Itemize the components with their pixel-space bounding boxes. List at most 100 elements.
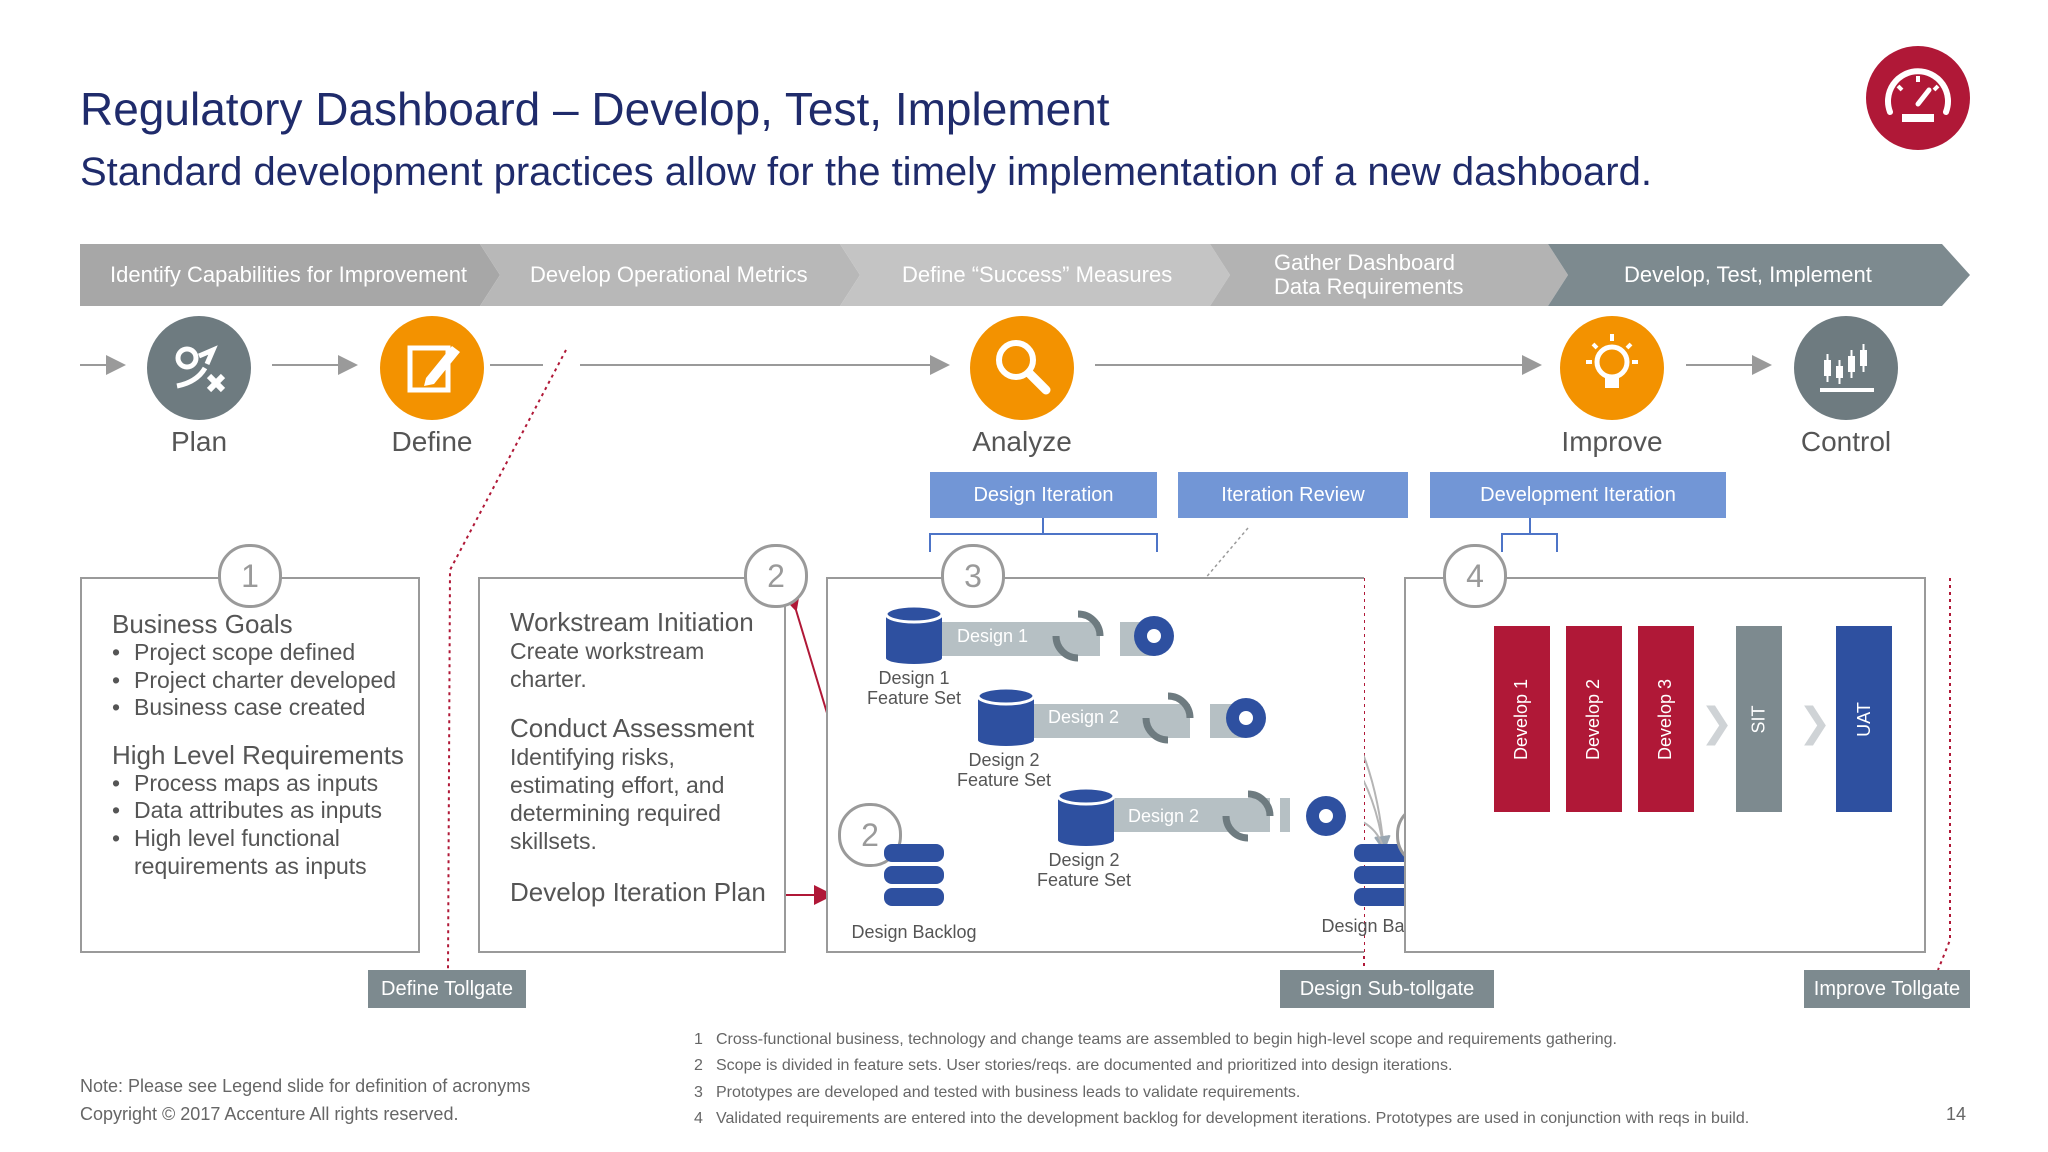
feature-set-line: Design 2: [1048, 850, 1120, 870]
footnote-text: Scope is divided in feature sets. User s…: [716, 1057, 1453, 1074]
develop-3-column: Develop 3: [1638, 626, 1694, 812]
footer-note: Note: Please see Legend slide for defini…: [80, 1076, 531, 1096]
uat-column: UAT: [1836, 626, 1892, 812]
workstream-initiation-heading: Workstream Initiation: [510, 607, 754, 637]
feature-set-line: Feature Set: [866, 688, 962, 708]
footnote-number: 2: [694, 1057, 703, 1074]
chevron-identify-capabilities: Identify Capabilities for Improvement: [110, 244, 480, 306]
footnote-number: 3: [694, 1084, 703, 1101]
sit-column: SIT: [1736, 626, 1782, 812]
chevron-right-icon: ❯: [1700, 701, 1734, 745]
database-icon: [1056, 786, 1116, 846]
candlestick-chart-icon: [1794, 316, 1898, 420]
footnote-number: 4: [694, 1110, 703, 1127]
stage-label-improve: Improve: [1561, 426, 1663, 457]
column-label: Develop 1: [1511, 678, 1532, 760]
feature-set-line: Design 1: [878, 668, 950, 688]
business-goals-box: Business Goals Project scope defined Pro…: [80, 577, 420, 953]
design-bar-label: Design 2: [1128, 806, 1200, 826]
footnote-text: Validated requirements are entered into …: [716, 1110, 1750, 1127]
assessment-text-line: skillsets.: [510, 828, 597, 854]
stage-label-define: Define: [391, 426, 473, 457]
column-label: SIT: [1748, 704, 1769, 734]
assessment-text-line: Identifying risks,: [510, 744, 675, 770]
workstream-text-line: charter.: [510, 666, 587, 692]
list-item: Project scope defined: [112, 639, 404, 667]
target-icon: [1226, 698, 1266, 738]
step-number-3: 3: [941, 544, 1005, 608]
backlog-stack-icon: [884, 844, 944, 906]
assessment-text-line: estimating effort, and: [510, 772, 725, 798]
page-number: 14: [1946, 1104, 1967, 1124]
chevron-label: Develop, Test, Implement: [1624, 261, 1872, 287]
stage-label-control: Control: [1800, 426, 1892, 457]
edit-pencil-icon: [380, 316, 484, 420]
chevron-label: Define “Success” Measures: [902, 261, 1173, 287]
high-level-requirements-list: Process maps as inputs Data attributes a…: [112, 770, 404, 853]
develop-iteration-plan-heading: Develop Iteration Plan: [510, 877, 766, 907]
column-label: UAT: [1853, 701, 1874, 737]
conduct-assessment-heading: Conduct Assessment: [510, 713, 755, 743]
feature-set-label: Design 1 Feature Set: [854, 668, 974, 708]
iteration-review-tag: Iteration Review: [1178, 472, 1408, 518]
lightbulb-icon: [1560, 316, 1664, 420]
footer-copyright: Copyright © 2017 Accenture All rights re…: [80, 1104, 459, 1124]
chevron-gather-requirements: Gather Dashboard Data Requirements: [1274, 244, 1524, 306]
high-level-requirements-heading: High Level Requirements: [112, 739, 404, 770]
develop-1-column: Develop 1: [1494, 626, 1550, 812]
feature-set-line: Design 2: [968, 750, 1040, 770]
workstream-text-line: Create workstream: [510, 638, 705, 664]
design-bar-label: Design 1: [957, 626, 1029, 646]
feature-set-line: Feature Set: [956, 770, 1052, 790]
design-iteration-tag: Design Iteration: [930, 472, 1157, 518]
feature-set-label: Design 2 Feature Set: [944, 750, 1064, 790]
assessment-text-line: determining required: [510, 800, 721, 826]
business-goals-heading: Business Goals: [112, 609, 293, 639]
footnote-text: Prototypes are developed and tested with…: [716, 1084, 1301, 1101]
cycle-icon: [1052, 610, 1104, 662]
column-label: Develop 2: [1583, 678, 1604, 760]
development-iteration-tag: Development Iteration: [1430, 472, 1726, 518]
design-sub-tollgate-tag: Design Sub-tollgate: [1280, 970, 1494, 1008]
magnifier-icon: [970, 316, 1074, 420]
list-item: Process maps as inputs: [112, 770, 404, 798]
process-chevron-bar: [80, 244, 1970, 306]
step-number-2: 2: [744, 544, 808, 608]
plan-strategy-icon: [147, 316, 251, 420]
chevron-develop-test-implement: Develop, Test, Implement: [1624, 244, 1924, 306]
design-bar-label: Design 2: [1048, 707, 1120, 727]
chevron-define-success: Define “Success” Measures: [902, 244, 1202, 306]
workstream-box: Workstream Initiation Create workstream …: [478, 577, 786, 953]
business-goals-list: Project scope defined Project charter de…: [112, 639, 404, 722]
feature-set-label: Design 2 Feature Set: [1024, 850, 1144, 890]
chevron-right-icon: ❯: [1798, 701, 1832, 745]
design-backlog-label-left: Design Backlog: [851, 922, 977, 942]
chevron-label-line1: Gather Dashboard: [1274, 249, 1455, 275]
chevron-develop-metrics: Develop Operational Metrics: [530, 244, 830, 306]
list-item-continuation: requirements as inputs: [134, 853, 367, 879]
develop-2-column: Develop 2: [1566, 626, 1622, 812]
footnote-number: 1: [694, 1031, 703, 1048]
cycle-icon: [1142, 692, 1194, 744]
improve-tollgate-tag: Improve Tollgate: [1804, 970, 1970, 1008]
list-item: Project charter developed: [112, 667, 404, 695]
feature-set-line: Feature Set: [1036, 870, 1132, 890]
database-icon: [976, 686, 1036, 746]
stage-label-plan: Plan: [170, 426, 228, 457]
cycle-icon: [1222, 790, 1274, 842]
list-item: Business case created: [112, 694, 404, 722]
define-tollgate-tag: Define Tollgate: [368, 970, 526, 1008]
speedometer-icon: [1866, 46, 1970, 150]
step-number-4: 4: [1443, 544, 1507, 608]
database-icon: [884, 604, 944, 664]
page-subtitle: Standard development practices allow for…: [80, 150, 1652, 194]
list-item: High level functional: [112, 825, 404, 853]
stage-label-analyze: Analyze: [972, 426, 1072, 457]
chevron-label: Develop Operational Metrics: [530, 261, 808, 287]
page-title: Regulatory Dashboard – Develop, Test, Im…: [80, 83, 1110, 135]
chevron-label: Identify Capabilities for Improvement: [110, 261, 468, 287]
list-item: Data attributes as inputs: [112, 797, 404, 825]
footnote-text: Cross-functional business, technology an…: [716, 1031, 1617, 1048]
step-number-1: 1: [218, 544, 282, 608]
